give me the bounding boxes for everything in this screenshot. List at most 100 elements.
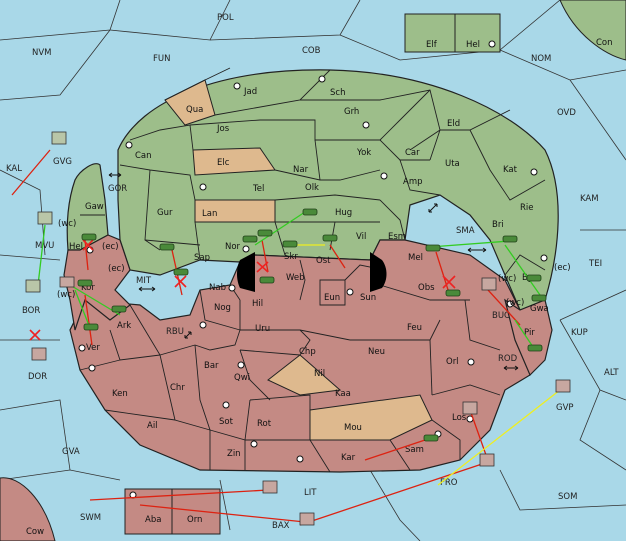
prov-Bri: Bri: [492, 220, 504, 230]
prov-Los: Los: [452, 413, 467, 423]
coast-hel-wc: (wc): [58, 219, 76, 229]
sea-DOR: DOR: [28, 372, 47, 382]
coast-kor-wc: (wc): [57, 290, 75, 300]
sea-BOR: BOR: [22, 306, 40, 316]
coast-kor-ec: (ec): [108, 264, 125, 274]
sea-GOR: GOR: [108, 184, 127, 194]
order-green-kor2: [74, 289, 91, 329]
prov-Olk: Olk: [305, 183, 319, 193]
prov-Nil: Nil: [314, 369, 325, 379]
army-units: [77, 208, 547, 442]
prov-Sap: Sap: [194, 253, 210, 263]
coast-tags: (ec) (wc) (ec) (wc) (ec) (wc) (wc): [57, 219, 571, 308]
sea-KUP: KUP: [571, 328, 588, 338]
coast-hel-ec: (ec): [102, 242, 119, 252]
prov-Ver: Ver: [86, 343, 100, 353]
prov-Qua: Qua: [186, 105, 203, 115]
order-green-mvu: [37, 224, 46, 286]
prov-Jos: Jos: [216, 124, 230, 134]
prov-Eun: Eun: [324, 293, 340, 303]
coast-byn-ec: (ec): [554, 263, 571, 273]
order-red-swm1: [89, 489, 269, 501]
east-hook-red: [504, 298, 553, 377]
prov-Qwi: Qwi: [234, 373, 250, 383]
sea-FUN: FUN: [153, 54, 170, 64]
sea-OVD: OVD: [557, 108, 576, 118]
prov-Web: Web: [286, 273, 305, 283]
prov-Aba: Aba: [145, 515, 161, 525]
sea-NOM: NOM: [531, 54, 551, 64]
sea-BAX: BAX: [272, 521, 290, 531]
prov-Sot: Sot: [219, 417, 234, 427]
prov-Rie: Rie: [520, 203, 534, 213]
sea-MIT: MIT: [136, 276, 152, 286]
prov-Nar: Nar: [293, 165, 309, 175]
province-labels: Jad Sch Qua Jos Grh Eld Can Elc Nar Yok …: [26, 38, 613, 537]
supply-centers: [78, 40, 548, 499]
prov-Esm: Esm: [388, 232, 406, 242]
prov-Skr: Skr: [284, 252, 298, 262]
coast-byn-wc: (wc): [498, 274, 516, 284]
prov-Nor: Nor: [225, 242, 241, 252]
sea-KAM: KAM: [580, 194, 599, 204]
sea-MVU: MVU: [35, 241, 54, 251]
order-red-nor: [261, 239, 269, 273]
prov-Ail: Ail: [147, 421, 158, 431]
sea-FRO: FRO: [440, 478, 458, 488]
order-red-gvg: [11, 149, 51, 196]
order-red-swm2: [139, 504, 306, 523]
sea-GVP: GVP: [556, 403, 574, 413]
province-borders: [79, 67, 546, 473]
prov-Hel: Hel: [69, 242, 83, 252]
prov-Rot: Rot: [257, 419, 272, 429]
prov-Vil: Vil: [356, 232, 366, 242]
prov-Ost: Ost: [316, 256, 331, 266]
sea-SWM: SWM: [80, 513, 101, 523]
order-red-buc: [487, 289, 521, 326]
prov-Neu: Neu: [368, 347, 385, 357]
order-green-sma: [429, 240, 511, 248]
cut-markers: [29, 239, 456, 341]
prov-Chp: Chp: [299, 347, 316, 357]
sea-TEI: TEI: [588, 259, 602, 269]
sea-NVM: NVM: [32, 48, 52, 58]
order-red-mel: [435, 251, 451, 297]
sea-labels: POL NVM FUN COB NOM OVD KAM TEI KAL GOR …: [6, 13, 619, 531]
prov-Orn: Orn: [187, 515, 202, 525]
prov-Tel: Tel: [252, 184, 264, 194]
order-green-hug: [254, 211, 306, 246]
prov-Kar: Kar: [341, 453, 356, 463]
sea-KAL: KAL: [6, 164, 22, 174]
prov-Gwa: Gwa: [530, 304, 549, 314]
sea-RBU: RBU: [166, 327, 184, 337]
sea-GVG: GVG: [53, 157, 72, 167]
prov-Con: Con: [596, 38, 613, 48]
prov-Bar: Bar: [204, 361, 219, 371]
order-yellow-gvp: [437, 389, 561, 486]
prov-Mel: Mel: [408, 253, 423, 263]
prov-Obs: Obs: [418, 283, 435, 293]
prov-Elc: Elc: [217, 158, 230, 168]
prov-Kaa: Kaa: [335, 389, 351, 399]
coast-pir-wc: (wc): [506, 298, 524, 308]
sea-ALT: ALT: [604, 368, 619, 378]
prov-Chr: Chr: [170, 383, 185, 393]
prov-Feu: Feu: [407, 323, 422, 333]
prov-Sch: Sch: [330, 88, 345, 98]
prov-Uru: Uru: [255, 324, 270, 334]
sea-BUC: BUC: [492, 311, 510, 321]
sea-COB: COB: [302, 46, 321, 56]
prov-Yok: Yok: [356, 148, 371, 158]
order-green-byn: [504, 244, 541, 296]
prov-Kat: Kat: [503, 165, 518, 175]
order-red-fro: [299, 461, 489, 526]
prov-Can: Can: [135, 151, 152, 161]
strait-arrows: [108, 172, 519, 371]
fleet-units: [25, 131, 571, 526]
sea-POL: POL: [217, 13, 234, 23]
prov-Orl: Orl: [446, 357, 459, 367]
prov-Hel-island: Hel: [466, 40, 480, 50]
prov-Hil: Hil: [252, 299, 263, 309]
